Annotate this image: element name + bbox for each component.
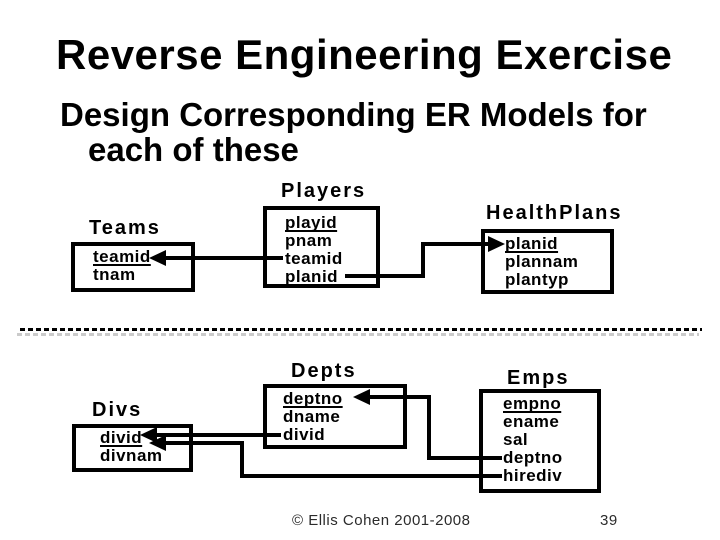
separator-dashed-line: [20, 328, 702, 331]
table-healthplans: planid plannam plantyp: [481, 229, 614, 294]
table-label-teams: Teams: [89, 217, 161, 239]
slide-subtitle-line2: each of these: [88, 131, 299, 168]
field-divs-divid: divid: [100, 428, 143, 447]
connector-line: [370, 395, 431, 399]
field-healthplans-plannam: plannam: [505, 252, 579, 271]
field-emps-deptno: deptno: [503, 448, 563, 467]
field-emps-hirediv: hirediv: [503, 466, 563, 485]
field-teams-teamid: teamid: [93, 247, 151, 266]
connector-line: [240, 474, 502, 478]
table-emps: empno ename sal deptno hirediv: [479, 389, 601, 493]
field-emps-sal: sal: [503, 430, 529, 449]
connector-line: [240, 441, 244, 478]
field-players-planid: planid: [285, 267, 339, 286]
slide-subtitle-line1: Design Corresponding ER Models for: [60, 96, 647, 133]
field-depts-deptno: deptno: [283, 389, 343, 408]
arrowhead-left-icon: [149, 435, 166, 451]
arrowhead-left-icon: [149, 250, 166, 266]
table-divs: divid divnam: [72, 424, 193, 472]
table-label-emps: Emps: [507, 367, 570, 389]
table-teams: teamid tnam: [71, 242, 195, 292]
field-teams-tnam: tnam: [93, 265, 136, 284]
field-players-teamid: teamid: [285, 249, 343, 268]
arrowhead-left-icon: [353, 389, 370, 405]
separator-shadow: [17, 333, 699, 336]
table-label-divs: Divs: [92, 399, 143, 421]
arrowhead-right-icon: [488, 236, 505, 252]
field-healthplans-plantyp: plantyp: [505, 270, 569, 289]
field-emps-ename: ename: [503, 412, 560, 431]
field-depts-dname: dname: [283, 407, 341, 426]
table-label-players: Players: [281, 180, 367, 202]
field-players-pnam: pnam: [285, 231, 333, 250]
connector-line: [427, 395, 431, 460]
footer-copyright: © Ellis Cohen 2001-2008: [292, 512, 471, 529]
connector-line: [165, 441, 244, 445]
field-emps-empno: empno: [503, 394, 562, 413]
field-divs-divnam: divnam: [100, 446, 163, 465]
table-label-healthplans: HealthPlans: [486, 202, 623, 224]
page-title: Reverse Engineering Exercise: [56, 31, 673, 78]
connector-line: [427, 456, 502, 460]
field-healthplans-planid: planid: [505, 234, 559, 253]
footer-page-number: 39: [600, 512, 618, 529]
connector-line: [164, 256, 283, 260]
connector-line: [421, 244, 425, 278]
table-label-depts: Depts: [291, 360, 357, 382]
connector-line: [156, 433, 281, 437]
connector-line: [345, 274, 425, 278]
table-depts: deptno dname divid: [263, 384, 407, 449]
connector-line: [421, 242, 490, 246]
field-depts-divid: divid: [283, 425, 326, 444]
table-players: playid pnam teamid planid: [263, 206, 380, 288]
field-players-playid: playid: [285, 213, 338, 232]
